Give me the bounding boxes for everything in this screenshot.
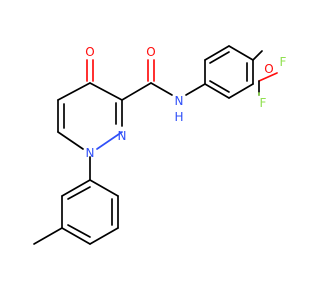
bond-n2-n1 [96, 131, 123, 150]
bond-tol-d [61, 227, 91, 245]
atom-f-bottom: F [260, 96, 267, 110]
atom-o-ether: O [264, 62, 273, 76]
bond-ph-b [204, 45, 230, 61]
bond-ph-e [228, 83, 254, 99]
pyridazinone-ring [57, 59, 123, 150]
bond-c4-c3 [89, 82, 123, 101]
bond-c5-c4 [57, 82, 91, 101]
bond-ether-o-cf2 [258, 72, 278, 82]
bond-ph-f-double [209, 80, 230, 93]
atom-o-ring-carbonyl: O [85, 45, 94, 59]
bond-tol-f [61, 179, 91, 197]
bond-tol-c [89, 227, 119, 245]
difluoromethoxyphenyl-ring [204, 45, 254, 99]
m-tolyl-ring [33, 156, 119, 245]
bond-tol-d-double [67, 224, 91, 238]
atom-n-ring-1: N [86, 146, 95, 160]
bond-ccarbonyl-n [150, 82, 173, 96]
bond-n1-c6 [57, 131, 84, 150]
bond-ph-b-double [209, 51, 230, 64]
bond-n-phenyl [185, 83, 206, 96]
molecule-structure: O O N H N N O F F [33, 45, 287, 245]
atom-n-ring-2: N [118, 129, 127, 143]
bond-ph-f [204, 83, 230, 99]
atom-h-amide: H [174, 110, 183, 124]
bond-ph-ether-o [252, 50, 263, 61]
atom-n-amide: N [175, 94, 184, 108]
amide-group [121, 59, 206, 101]
atom-o-amide-carbonyl: O [146, 45, 155, 59]
atom-f-top: F [280, 55, 287, 69]
bond-tol-a [89, 179, 119, 197]
bond-tol-f-double [67, 186, 91, 200]
bond-c3-ccarbonyl [121, 82, 152, 101]
bond-tol-methyl [33, 227, 63, 245]
difluoromethoxy-group [252, 50, 278, 96]
bond-ph-c [228, 45, 254, 61]
